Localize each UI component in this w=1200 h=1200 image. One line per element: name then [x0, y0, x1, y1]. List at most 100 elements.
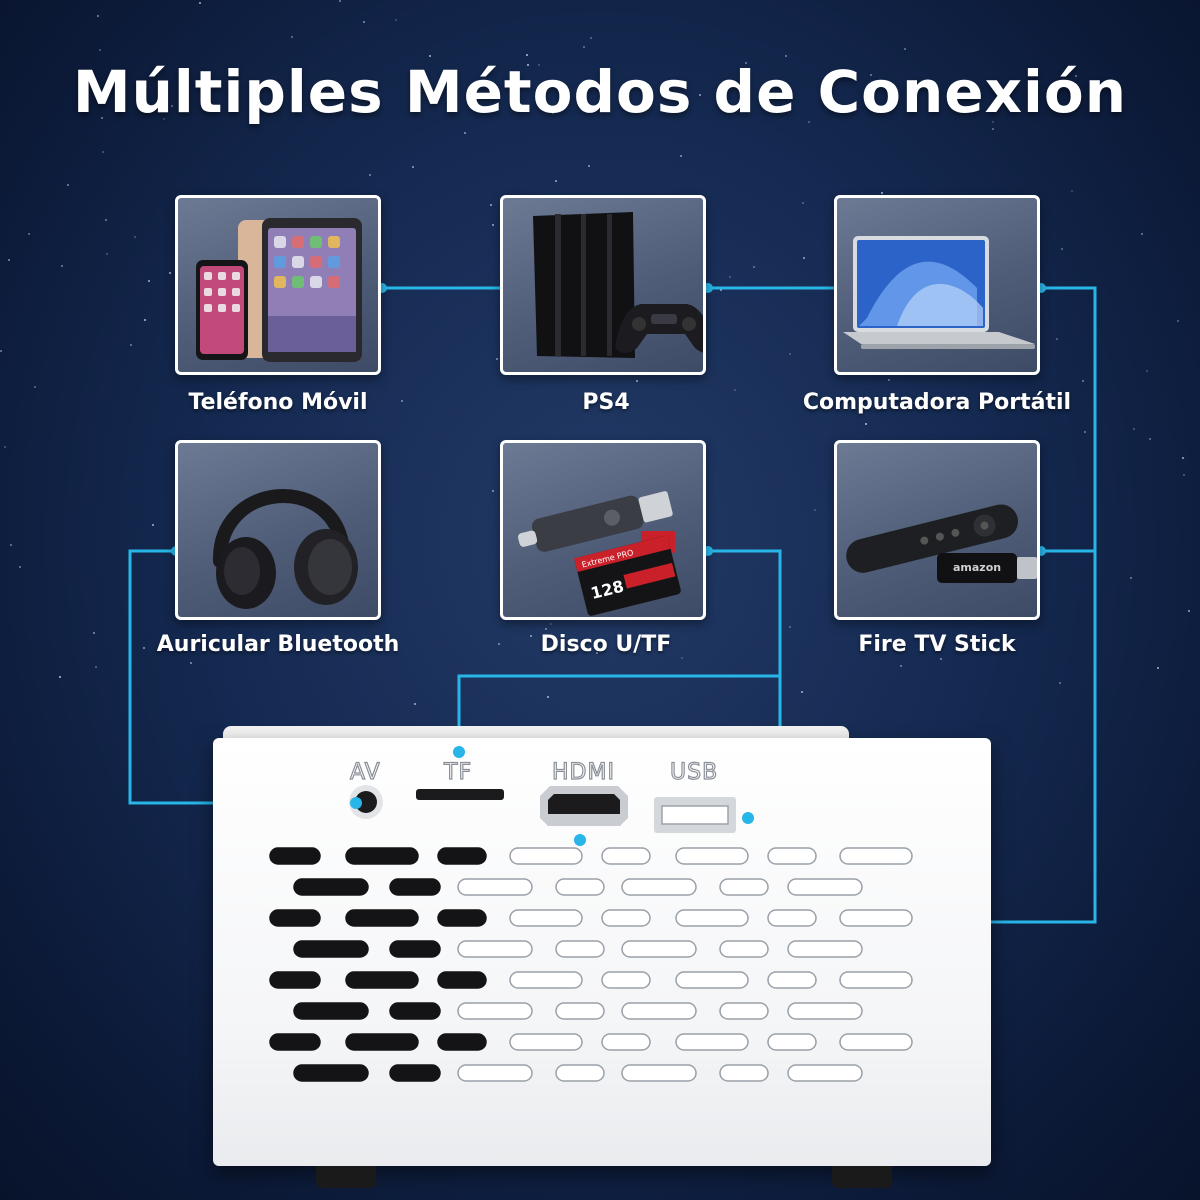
device-card-laptop: [834, 195, 1040, 375]
vent-slot: [345, 847, 419, 865]
star-dot: [1182, 457, 1184, 459]
vent-slot: [293, 940, 369, 958]
vent-slot: [457, 1064, 533, 1082]
star-dot: [745, 62, 747, 64]
connector-dot: [742, 812, 754, 824]
device-label-storage: Disco U/TF: [540, 632, 672, 657]
star-dot: [412, 166, 414, 168]
port-label-hdmi: HDMI: [551, 759, 615, 785]
projector-foot-right: [832, 1166, 892, 1188]
star-dot: [789, 626, 791, 628]
star-dot: [1059, 682, 1061, 684]
tf-slot: [416, 789, 504, 800]
vent-slot: [767, 909, 817, 927]
star-dot: [814, 509, 816, 511]
vent-slot: [457, 940, 533, 958]
star-dot: [1141, 233, 1143, 235]
star-dot: [498, 643, 500, 645]
fire-tv-stick-icon: amazon: [846, 504, 1037, 583]
star-dot: [34, 386, 36, 388]
star-dot: [401, 400, 403, 402]
star-dot: [904, 48, 906, 50]
star-dot: [59, 676, 61, 678]
star-dot: [526, 54, 528, 56]
star-dot: [464, 132, 466, 134]
star-dot: [870, 74, 872, 76]
device-card-headphones: [175, 440, 381, 620]
star-dot: [596, 652, 598, 654]
star-dot: [808, 121, 810, 123]
vent-slot: [389, 1002, 441, 1020]
vent-slot: [269, 971, 321, 989]
star-dot: [1084, 431, 1086, 433]
star-dot: [530, 635, 532, 637]
phone-tablet-icon: [196, 218, 362, 362]
star-dot: [496, 358, 498, 360]
vent-slot: [601, 1033, 651, 1051]
game-console-icon: [533, 212, 703, 358]
vent-slot: [269, 1033, 321, 1051]
vent-slot: [389, 878, 441, 896]
device-label-firetv: Fire TV Stick: [858, 632, 1016, 657]
star-dot: [900, 665, 902, 667]
star-dot: [636, 380, 638, 382]
vent-slot: [787, 940, 863, 958]
star-dot: [95, 666, 97, 668]
star-dot: [1133, 428, 1135, 430]
star-dot: [785, 55, 787, 57]
vent-slot: [437, 1033, 487, 1051]
star-dot: [1075, 75, 1077, 77]
ventilation-grille: [269, 847, 913, 1082]
star-dot: [291, 36, 293, 38]
star-dot: [169, 272, 171, 274]
vent-slot: [787, 1064, 863, 1082]
vent-slot: [345, 909, 419, 927]
star-dot: [547, 696, 549, 698]
vent-slot: [621, 878, 697, 896]
vent-slot: [621, 940, 697, 958]
vent-slot: [839, 971, 913, 989]
device-label-ps4: PS4: [582, 390, 630, 415]
star-dot: [106, 253, 108, 255]
port-label-tf: TF: [443, 759, 473, 785]
star-dot: [1082, 380, 1084, 382]
star-dot: [538, 64, 540, 66]
vent-slot: [509, 909, 583, 927]
vent-slot: [555, 1064, 605, 1082]
vent-slot: [437, 971, 487, 989]
star-dot: [19, 566, 21, 568]
star-dot: [163, 118, 165, 120]
star-dot: [789, 353, 791, 355]
vent-slot: [767, 971, 817, 989]
vent-slot: [787, 878, 863, 896]
star-dot: [729, 276, 731, 278]
star-dot: [803, 257, 805, 259]
star-dot: [888, 379, 890, 381]
connector-dot: [574, 834, 586, 846]
star-dot: [363, 21, 365, 23]
star-dot: [93, 632, 95, 634]
laptop-icon: [843, 236, 1035, 349]
vent-slot: [839, 909, 913, 927]
stick-brand-text: amazon: [953, 561, 1001, 574]
star-dot: [680, 155, 682, 157]
headphones-icon: [212, 489, 358, 609]
vent-slot: [509, 971, 583, 989]
vent-slot: [269, 909, 321, 927]
star-dot: [101, 117, 103, 119]
star-dot: [801, 691, 803, 693]
star-dot: [865, 423, 867, 425]
vent-slot: [601, 847, 651, 865]
vent-slot: [621, 1064, 697, 1082]
vent-slot: [719, 940, 769, 958]
star-dot: [1061, 248, 1063, 250]
star-dot: [555, 180, 557, 182]
star-dot: [780, 97, 782, 99]
star-dot: [588, 165, 590, 167]
star-dot: [1157, 667, 1159, 669]
device-card-phone: [175, 195, 381, 375]
star-dot: [940, 658, 942, 660]
star-dot: [1146, 370, 1148, 372]
